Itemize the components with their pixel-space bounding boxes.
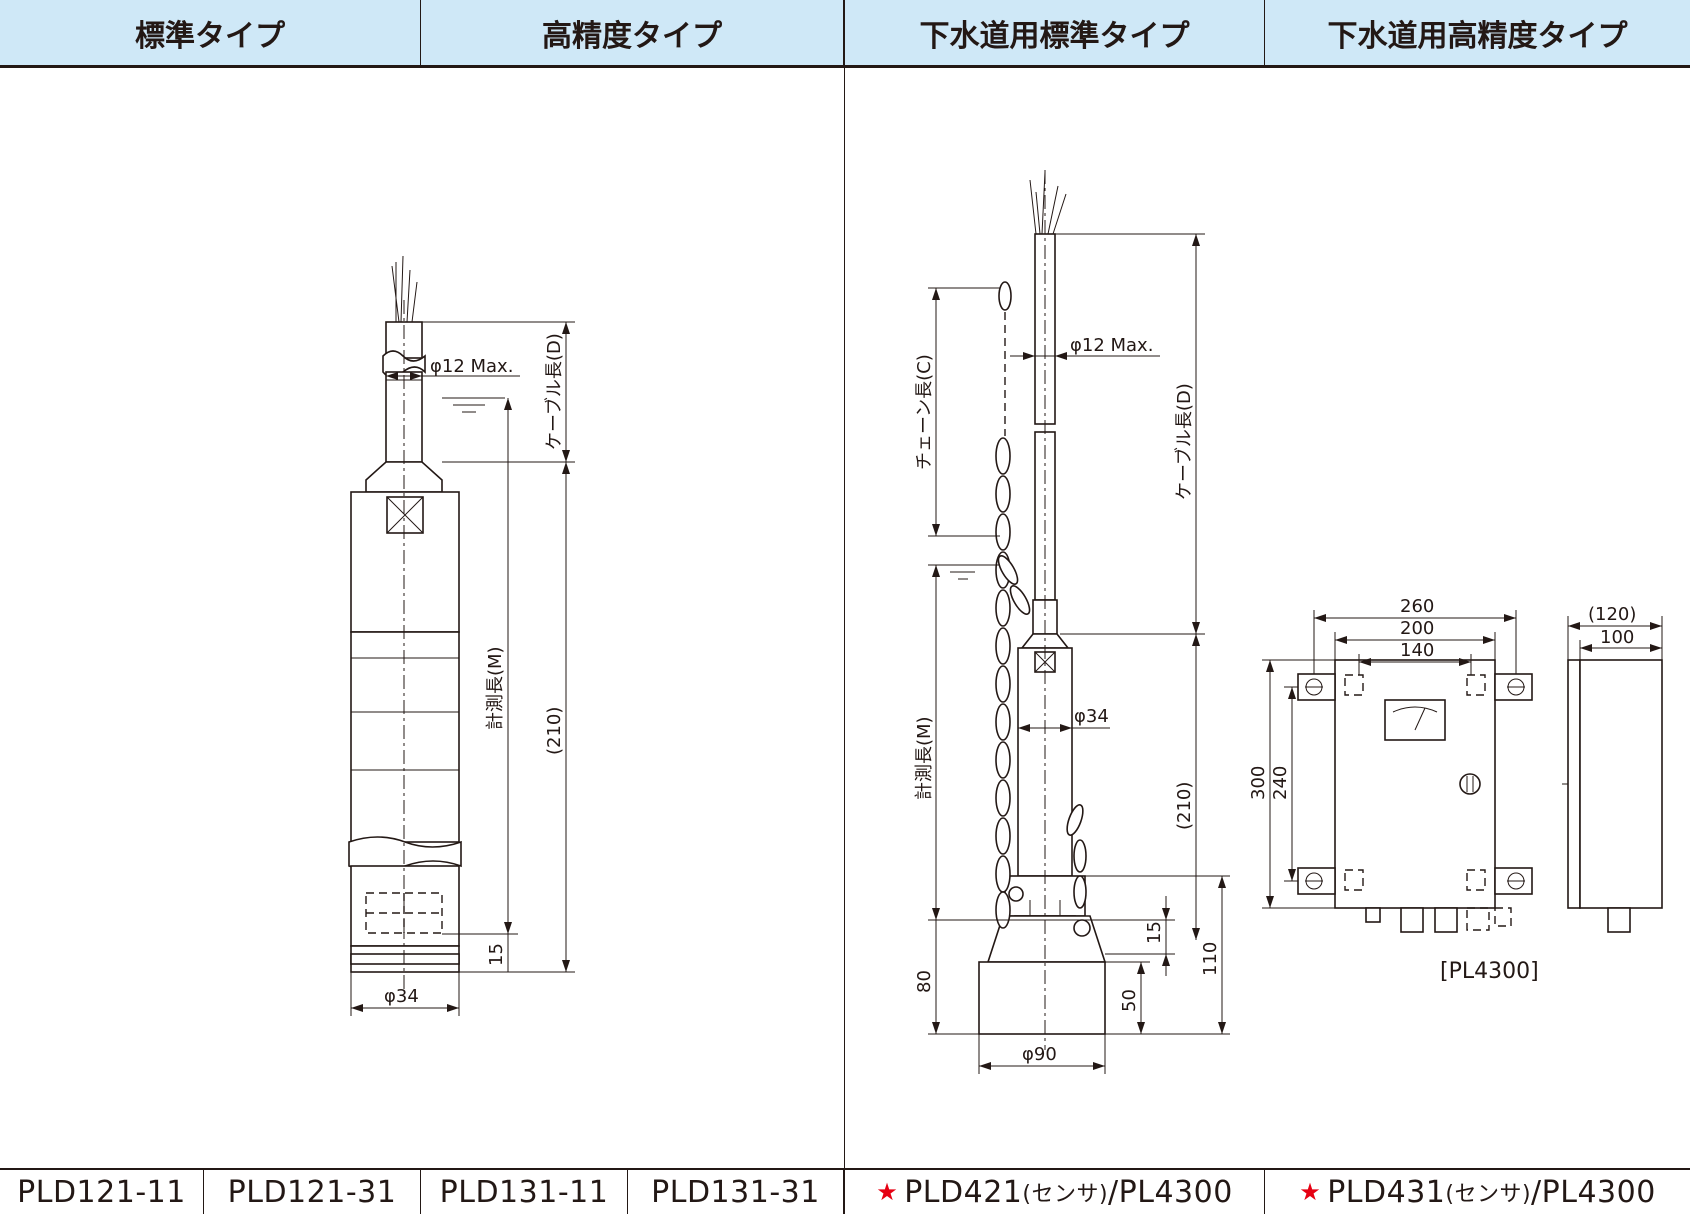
model-pld121-31: PLD121-31 <box>204 1170 421 1214</box>
right-dia-cable: φ12 Max. <box>1070 335 1153 356</box>
box-height-240: 240 <box>1270 766 1291 800</box>
right-dim-15: 15 <box>1144 921 1165 944</box>
box-model-label: [PL4300] <box>1440 959 1539 984</box>
star-icon: ★ <box>1299 1178 1322 1206</box>
model-sewer-standard: ★ PLD421 (センサ) /PL4300 <box>844 1170 1265 1214</box>
right-cable-length: ケーブル長(D) <box>1173 383 1195 500</box>
right-chain-length: チェーン長(C) <box>914 354 935 470</box>
right-dia-base: φ90 <box>1022 1044 1057 1065</box>
header-high-precision-type: 高精度タイプ <box>421 0 844 65</box>
sewer-std-note: (センサ) <box>1022 1182 1109 1207</box>
footer-row: PLD121-11 PLD121-31 PLD131-11 PLD131-31 … <box>0 1168 1690 1214</box>
left-length-210: (210) <box>544 707 565 755</box>
right-sensor-drawing: チェーン長(C) φ12 Max. ケーブル長(D) φ34 計測長(M) ( <box>914 170 1230 1074</box>
model-pld131-31: PLD131-31 <box>628 1170 844 1214</box>
left-measure-length: 計測長(M) <box>485 646 506 730</box>
left-dia-cable: φ12 Max. <box>430 356 513 377</box>
sewer-hp-note: (センサ) <box>1445 1182 1532 1207</box>
star-icon: ★ <box>876 1178 899 1206</box>
left-dia-body: φ34 <box>384 986 419 1007</box>
right-dim-50: 50 <box>1119 989 1140 1012</box>
header-sewer-standard-type: 下水道用標準タイプ <box>844 0 1265 65</box>
right-measure-length: 計測長(M) <box>914 716 935 800</box>
right-dia-body: φ34 <box>1074 706 1109 727</box>
box-width-140: 140 <box>1400 640 1434 661</box>
right-dim-80: 80 <box>914 970 935 993</box>
left-dim-15: 15 <box>486 943 507 966</box>
section-divider <box>844 68 845 1168</box>
sewer-hp-model: PLD431 <box>1327 1174 1446 1210</box>
box-width-200: 200 <box>1400 618 1434 639</box>
header-row: 標準タイプ 高精度タイプ 下水道用標準タイプ 下水道用高精度タイプ <box>0 0 1690 68</box>
left-cable-length: ケーブル長(D) <box>543 333 565 450</box>
model-pld121-11: PLD121-11 <box>0 1170 204 1214</box>
box-width-260: 260 <box>1400 596 1434 617</box>
model-pld131-11: PLD131-11 <box>421 1170 628 1214</box>
header-sewer-high-precision-type: 下水道用高精度タイプ <box>1265 0 1690 65</box>
box-height-300: 300 <box>1248 766 1269 800</box>
chain <box>995 281 1091 937</box>
sewer-std-suffix: /PL4300 <box>1108 1174 1233 1210</box>
box-depth-100: 100 <box>1600 627 1634 648</box>
box-depth-120: (120) <box>1588 604 1636 625</box>
sewer-hp-suffix: /PL4300 <box>1531 1174 1656 1210</box>
right-dim-110: 110 <box>1200 942 1221 976</box>
sewer-std-model: PLD421 <box>904 1174 1023 1210</box>
converter-box-drawing: 260 200 140 300 240 (120) <box>1248 596 1663 984</box>
model-sewer-high-precision: ★ PLD431 (センサ) /PL4300 <box>1265 1170 1690 1214</box>
header-standard-type: 標準タイプ <box>0 0 421 65</box>
left-sensor-drawing: φ12 Max. ケーブル長(D) 計測長(M) (210) 15 <box>348 255 575 1016</box>
right-length-210: (210) <box>1174 782 1195 830</box>
